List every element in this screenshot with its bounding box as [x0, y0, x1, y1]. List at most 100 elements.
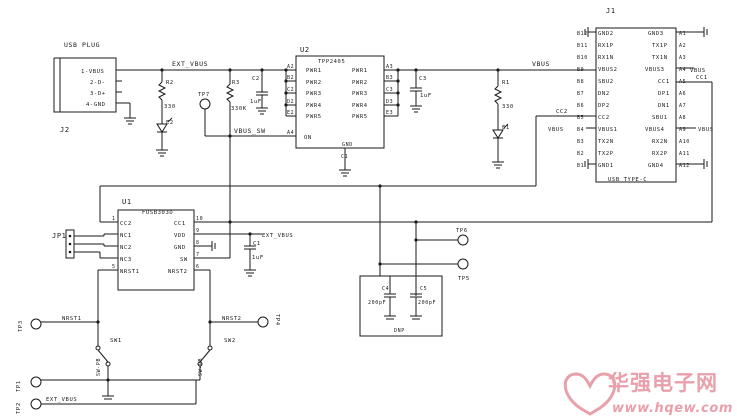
j1-pin-num: B4	[577, 127, 584, 133]
r1-value: 330	[502, 104, 514, 110]
u2-pin-name: PWR2	[306, 80, 322, 86]
r1-ref: R1	[502, 80, 510, 86]
u2-ref: U2	[300, 46, 310, 54]
tp3-ref: TP3	[18, 320, 24, 332]
c2-value: 1uF	[250, 99, 262, 105]
u1-pin-name: NRST1	[120, 269, 140, 275]
j1-pin-name: TX2P	[598, 151, 614, 157]
u1-pin-name: GND	[174, 245, 186, 251]
net-label-vbus-sw: VBUS_SW	[234, 127, 266, 135]
led-e2-icon	[156, 123, 168, 133]
j1-pin-name: CC2	[598, 115, 610, 121]
e2-ref: E2	[166, 120, 174, 126]
j1-pin-name: DN1	[658, 103, 670, 109]
net-label-nrst1: NRST1	[62, 316, 82, 322]
nrst2-switch-branch: TP4 NRST2 SW2 SW-PB	[190, 269, 280, 381]
resistor-r3-icon	[225, 83, 235, 103]
u2-pin-name: PWR3	[352, 91, 368, 97]
j1-pin-name: SBU1	[652, 115, 668, 121]
net-label-nrst2: NRST2	[222, 316, 242, 322]
j1-pin-name: CC1	[658, 79, 670, 85]
u2-pin-num: A2	[287, 64, 294, 70]
j1-pin-num: A3	[679, 55, 686, 61]
j1-pin-name: GND4	[648, 163, 664, 169]
u1-right-wiring: EXT_VBUS C1 1uF	[194, 136, 293, 277]
net-label-vbus-j1-left: VBUS	[548, 127, 564, 133]
j1-pin-name: DN2	[598, 91, 610, 97]
u1-pin-num: 9	[196, 228, 200, 234]
j1-pin-num: A6	[679, 91, 686, 97]
u2-pin-num: E3	[386, 110, 393, 116]
watermark: 华强电子网 www.hqew.com	[563, 371, 732, 416]
c3-branch: C3 1uF	[410, 70, 432, 113]
usb-plug-pin-2: 2-D-	[90, 80, 106, 86]
u1-pin-num: 6	[196, 264, 200, 270]
j1-pin-num: A4	[679, 67, 686, 73]
u2-pin-name: PWR4	[352, 103, 368, 109]
j1-ref: J1	[606, 7, 616, 15]
r3-branch: R3 330K VBUS_SW	[225, 70, 266, 138]
r2-ref: R2	[166, 80, 174, 86]
j1-pin-name: RX2P	[652, 151, 668, 157]
u1-pin-name: VDD	[174, 233, 186, 239]
u1-part: FUSB303D	[142, 210, 173, 216]
tp2-ref: TP2	[16, 402, 22, 414]
c3-value: 1uF	[420, 93, 432, 99]
tp7-testpoint: TP7	[198, 92, 296, 137]
u2-power-switch: U2 TPP2405 A2 PWR1 B2 PWR2 C2 PWR3 D2 PW…	[287, 46, 393, 177]
c3-ref: C3	[419, 76, 427, 82]
u1-pin-name: SW	[180, 257, 188, 263]
net-label-cc2: CC2	[556, 109, 568, 115]
usb-plug-ref: J2	[60, 126, 70, 134]
r1-led-branch: R1 330 E1	[492, 70, 514, 169]
j1-pin-name: TX2N	[598, 139, 614, 145]
testpoint-icon	[199, 98, 211, 110]
j1-pin-num: B3	[577, 139, 584, 145]
resistor-r2-icon	[157, 81, 167, 101]
j1-pin-name: DP1	[658, 91, 670, 97]
c5-ref: C5	[420, 286, 427, 292]
c2-branch: C2 1uF	[250, 70, 268, 115]
u1-pin-num: 8	[196, 240, 200, 246]
tp6-ref: TP6	[456, 228, 468, 234]
watermark-text: 华强电子网	[608, 371, 718, 395]
u2-right-bus: VBUS	[384, 60, 596, 117]
sw1-label: SW-PB	[96, 358, 102, 376]
j1-usb-typec-connector: J1 USB TYPE-C B12 GND2 B11 RX1P B10 RX1N…	[548, 7, 713, 183]
c5-value: 200pF	[418, 300, 436, 306]
j1-pin-num: A12	[679, 163, 690, 169]
j1-pin-num: B11	[577, 43, 588, 49]
j1-pin-num: B7	[577, 91, 584, 97]
e1-ref: E1	[502, 125, 510, 131]
u1-pin-name: NC3	[120, 257, 132, 263]
u2-left-bus	[284, 69, 296, 117]
net-label-ext-vbus-bottom: EXT_VBUS	[46, 397, 77, 403]
resistor-r1-icon	[493, 85, 503, 105]
j1-pin-name: VBUS1	[598, 127, 618, 133]
jp1-jumper: JP1	[52, 229, 118, 259]
j1-pin-name: GND1	[598, 163, 614, 169]
j1-pin-name: SBU2	[598, 79, 614, 85]
u1-pin-num: 10	[196, 216, 203, 222]
u1-pin-name: CC1	[174, 221, 186, 227]
u1-pin-name: CC2	[120, 221, 132, 227]
j1-part: USB TYPE-C	[608, 177, 647, 183]
u2-pin-name: PWR5	[352, 114, 368, 120]
j1-pin-num: A9	[679, 127, 686, 133]
u1-pin-num: 5	[112, 264, 116, 270]
cc2-net: CC2	[99, 109, 596, 262]
u2-pin-num: D3	[386, 99, 393, 105]
j1-pin-num: A2	[679, 43, 686, 49]
sw1-ref: SW1	[110, 338, 122, 344]
j1-pin-num: B10	[577, 55, 588, 61]
r2-value: 330	[164, 104, 176, 110]
c4-value: 200pF	[368, 300, 386, 306]
j1-pin-name: VBUS4	[645, 127, 665, 133]
testpoint-icon	[30, 318, 42, 330]
u2-pin-name: PWR4	[306, 103, 322, 109]
j1-pin-num: A1	[679, 31, 686, 37]
r3-ref: R3	[232, 80, 240, 86]
u1-ref: U1	[122, 198, 132, 206]
net-label-ext-vbus-u1: EXT_VBUS	[262, 233, 293, 239]
